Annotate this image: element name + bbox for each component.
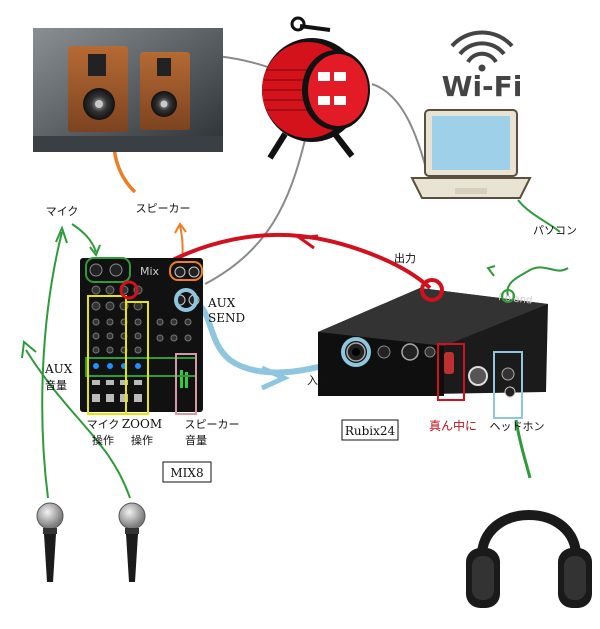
label-mic-op-1: マイク [87, 418, 120, 431]
marker-output-interface [420, 278, 444, 302]
mixer-brand-label: Mix [140, 265, 160, 278]
interface-rubix24: Roland [318, 278, 548, 419]
marker-usb [501, 289, 515, 303]
label-aux-level-2: 音量 [45, 378, 67, 392]
label-output: 出力 [394, 251, 416, 265]
interface-brand-label: Roland [498, 292, 533, 307]
label-speaker: スピーカー [136, 202, 191, 215]
mixer-name-label: MIX8 [170, 466, 203, 480]
label-center: 真ん中に [429, 418, 477, 433]
label-input: 入力 [307, 374, 329, 387]
label-pc: パソコン [533, 224, 577, 237]
label-aux-send-1: AUX [207, 296, 236, 310]
highlight-speaker-level [175, 353, 197, 415]
headphones-icon [466, 510, 592, 608]
cable-mic-left [41, 231, 63, 499]
highlight-zoom-op [125, 301, 149, 415]
label-headphone: ヘッドホン [490, 420, 545, 433]
microphone-left [36, 502, 64, 582]
label-zoom-op-2: 操作 [131, 433, 153, 447]
laptop-icon [410, 109, 532, 199]
interface-name-label: Rubix24 [345, 424, 396, 438]
marker-aux-send [174, 288, 198, 312]
cable-reel-icon [262, 16, 370, 160]
cable-headphone [514, 419, 532, 479]
marker-output-mixer [119, 280, 139, 300]
label-aux-level-1: AUX [44, 362, 73, 376]
highlight-speaker-out [169, 261, 203, 281]
wifi-icon [450, 30, 514, 72]
cable-mic-right [25, 349, 131, 499]
label-mic: マイク [46, 205, 79, 218]
speaker-right [140, 52, 190, 130]
marker-input [341, 337, 371, 367]
cable-reel-laptop [371, 83, 429, 176]
label-speaker-level-1: スピーカー [185, 418, 240, 431]
highlight-headphone [493, 351, 523, 419]
speakers-photo [33, 28, 223, 152]
label-zoom-op-1: ZOOM [122, 417, 162, 431]
cable-mic-label-arrow [71, 223, 97, 253]
mixer-name-box [162, 461, 212, 483]
wifi-label: Wi-Fi [442, 70, 523, 103]
cable-laptop-pc [517, 199, 561, 233]
highlight-center [437, 343, 465, 401]
cable-reel-mixer [204, 139, 306, 285]
arrow-input [260, 365, 291, 391]
highlight-mic-inputs [85, 257, 131, 283]
interface-name-box [341, 419, 399, 441]
arrow-output [295, 234, 319, 250]
mixer-highlights [85, 257, 203, 415]
speaker-left [68, 46, 128, 132]
cable-usb-wave [506, 266, 569, 297]
microphone-right [118, 502, 146, 582]
label-mic-op-2: 操作 [92, 433, 114, 447]
label-aux-send-2: SEND [208, 311, 245, 325]
label-speaker-level-2: 音量 [185, 433, 207, 447]
